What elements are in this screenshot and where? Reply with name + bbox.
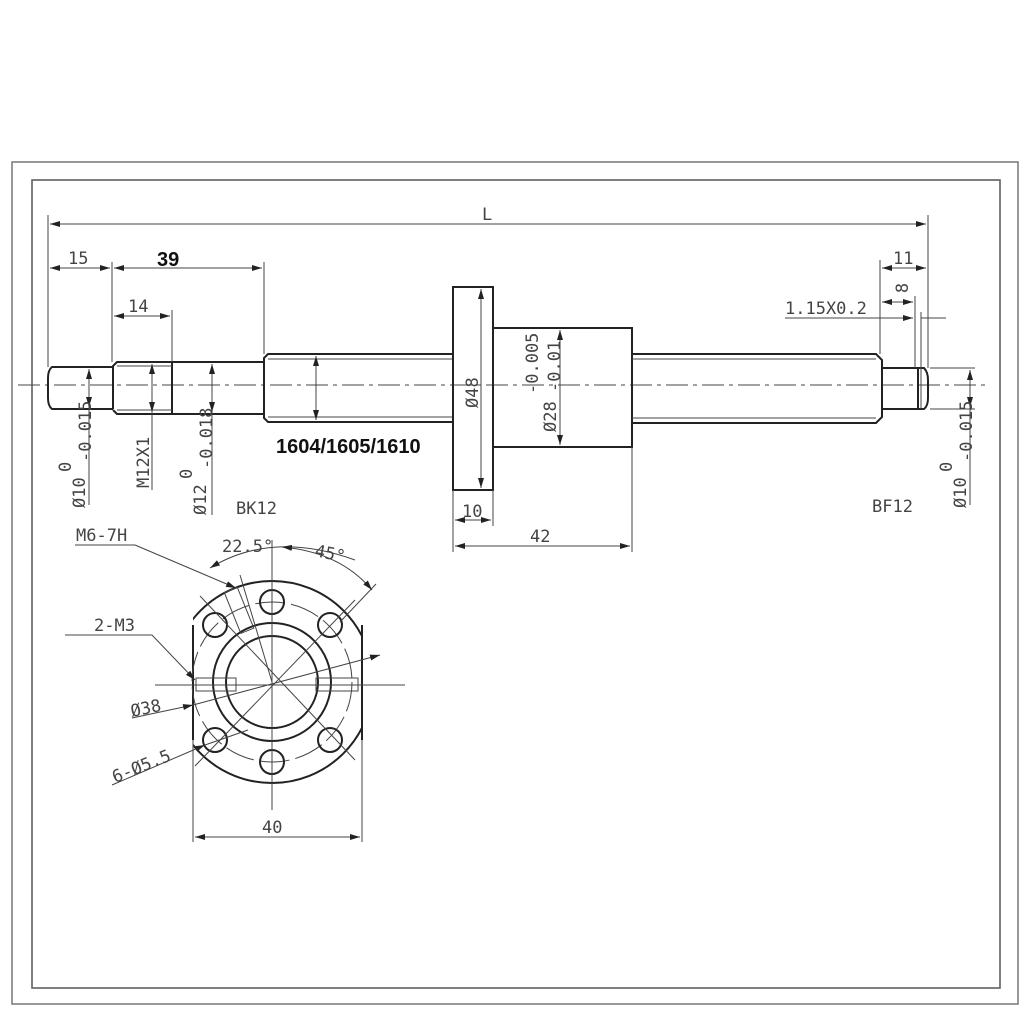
svg-text:-0.015: -0.015: [76, 401, 96, 462]
dim-8-label: 8: [893, 283, 913, 293]
inner-frame: [31, 179, 1001, 989]
angle-45-label: 45°: [313, 541, 347, 567]
flange-end-view: [65, 540, 405, 842]
svg-text:Ø12: Ø12: [191, 484, 211, 515]
svg-text:-0.015: -0.015: [957, 401, 977, 462]
dim-15-label: 15: [68, 249, 88, 269]
flange-width-label: 40: [262, 818, 282, 838]
shaft-outline: [47, 286, 929, 491]
nut-body-dim: Ø28 -0.005 -0.01: [523, 333, 565, 432]
dim-10-label: 10: [462, 502, 482, 522]
svg-text:0: 0: [56, 462, 76, 472]
left-journal-dim: Ø10 0 -0.015: [56, 401, 96, 508]
oil-hole-label: M6-7H: [76, 526, 127, 546]
set-screws-label: 2-M3: [94, 616, 135, 636]
svg-text:-0.005: -0.005: [523, 333, 543, 394]
angle-22-5-label: 22.5°: [222, 537, 273, 557]
svg-text:0: 0: [937, 462, 957, 472]
svg-text:Ø10: Ø10: [951, 477, 971, 508]
holes-label: 6-Ø5.5: [109, 746, 173, 788]
dimension-lines: [47, 215, 975, 552]
svg-text:Ø10: Ø10: [70, 477, 90, 508]
dim-14-label: 14: [128, 297, 148, 317]
outer-frame: [11, 161, 1019, 1005]
dim-42-label: 42: [530, 527, 550, 547]
right-support-label: BF12: [872, 497, 913, 517]
bearing-seat-dim: Ø12 0 -0.018: [177, 408, 217, 515]
dim-39-label: 39: [157, 249, 179, 271]
nut-flange-dia-label: Ø48: [463, 377, 483, 408]
svg-text:-0.01: -0.01: [545, 341, 565, 392]
thread-label: M12X1: [134, 437, 154, 488]
svg-text:-0.018: -0.018: [197, 408, 217, 469]
left-support-label: BK12: [236, 499, 277, 519]
overall-length-label: L: [482, 205, 492, 225]
bolt-circle-label: Ø38: [129, 696, 163, 722]
svg-text:Ø28: Ø28: [541, 401, 561, 432]
groove-label: 1.15X0.2: [785, 299, 867, 319]
svg-text:0: 0: [177, 469, 197, 479]
model-label: 1604/1605/1610: [276, 436, 421, 458]
right-journal-dim: Ø10 0 -0.015: [937, 401, 977, 508]
dim-11-label: 11: [893, 249, 913, 269]
